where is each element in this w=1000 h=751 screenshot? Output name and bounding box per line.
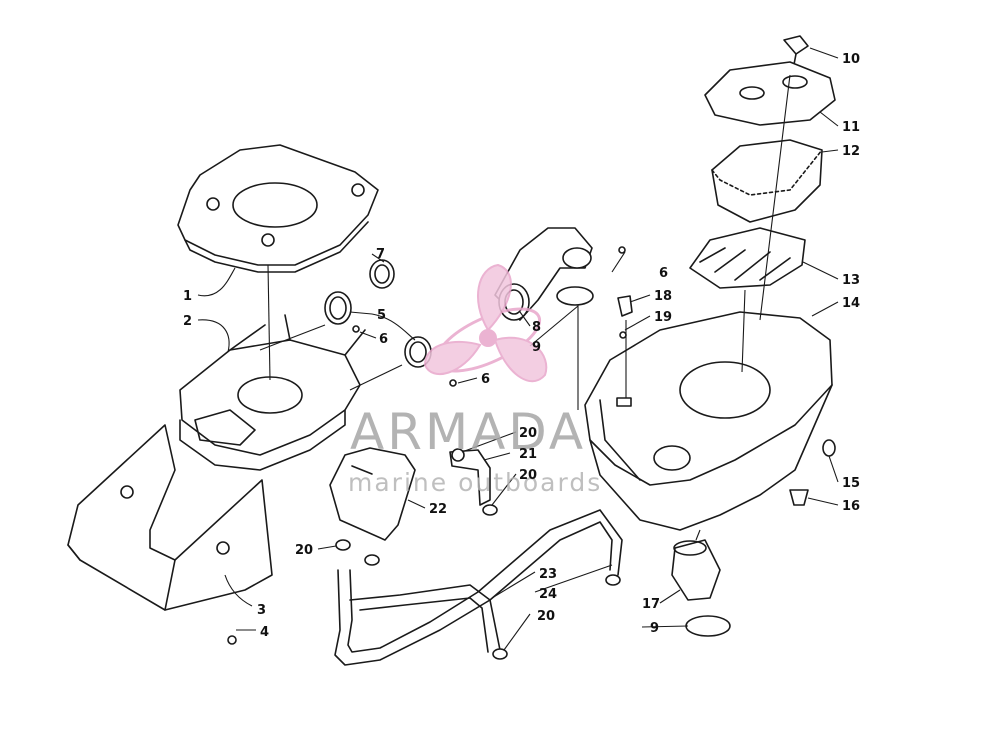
callout-12: 12 bbox=[842, 144, 860, 159]
callout-20-c: 20 bbox=[519, 468, 537, 483]
callouts: 1 2 3 4 5 6 6 6 7 8 9 9 10 11 12 13 14 1… bbox=[183, 52, 860, 640]
part-1-cover bbox=[177, 144, 379, 273]
callout-15: 15 bbox=[842, 476, 860, 491]
hardware-fasteners bbox=[227, 246, 836, 645]
watermark-tagline: marine outboards bbox=[348, 468, 602, 497]
part-3-shield bbox=[67, 424, 273, 611]
callout-21: 21 bbox=[519, 447, 537, 462]
callout-6-b: 6 bbox=[481, 372, 490, 387]
part-12-filter bbox=[711, 139, 823, 223]
callout-4: 4 bbox=[260, 625, 269, 640]
callout-20-a: 20 bbox=[295, 543, 313, 558]
part-5-clamp bbox=[324, 291, 432, 368]
callout-17: 17 bbox=[642, 597, 660, 612]
callout-14: 14 bbox=[842, 296, 860, 311]
callout-9-a: 9 bbox=[532, 340, 541, 355]
callout-8: 8 bbox=[532, 320, 541, 335]
part-21-elbow bbox=[449, 449, 491, 506]
watermark: ARMADA marine outboards bbox=[348, 263, 602, 497]
callout-2: 2 bbox=[183, 314, 192, 329]
part-2-airbox bbox=[179, 314, 366, 471]
part-13-filter-base bbox=[689, 227, 806, 289]
callout-20-d: 20 bbox=[537, 609, 555, 624]
callout-3: 3 bbox=[257, 603, 266, 618]
callout-13: 13 bbox=[842, 273, 860, 288]
part-23-24-hoses bbox=[334, 509, 623, 666]
part-7-boot bbox=[369, 259, 395, 289]
part-20-clamps bbox=[335, 448, 621, 660]
part-14-silencer bbox=[584, 311, 833, 531]
callout-22: 22 bbox=[429, 502, 447, 517]
leader-lines bbox=[197, 47, 839, 651]
callout-18: 18 bbox=[654, 289, 672, 304]
callout-23: 23 bbox=[539, 567, 557, 582]
callout-7: 7 bbox=[376, 247, 385, 262]
watermark-brand: ARMADA bbox=[350, 403, 586, 461]
callout-6-c: 6 bbox=[659, 266, 668, 281]
callout-24: 24 bbox=[539, 587, 557, 602]
part-11-lid bbox=[704, 61, 836, 126]
callout-11: 11 bbox=[842, 120, 860, 135]
callout-1: 1 bbox=[183, 289, 192, 304]
callout-10: 10 bbox=[842, 52, 860, 67]
callout-20-b: 20 bbox=[519, 426, 537, 441]
assembly-lines bbox=[259, 74, 791, 541]
callout-19: 19 bbox=[654, 310, 672, 325]
callout-9-b: 9 bbox=[650, 621, 659, 636]
callout-6-a: 6 bbox=[379, 332, 388, 347]
part-22-reservoir bbox=[329, 447, 416, 541]
part-17-coupler bbox=[671, 539, 721, 601]
callout-5: 5 bbox=[377, 308, 386, 323]
callout-16: 16 bbox=[842, 499, 860, 514]
part-9-clamp bbox=[556, 286, 731, 637]
armada-propeller-logo bbox=[423, 263, 548, 382]
